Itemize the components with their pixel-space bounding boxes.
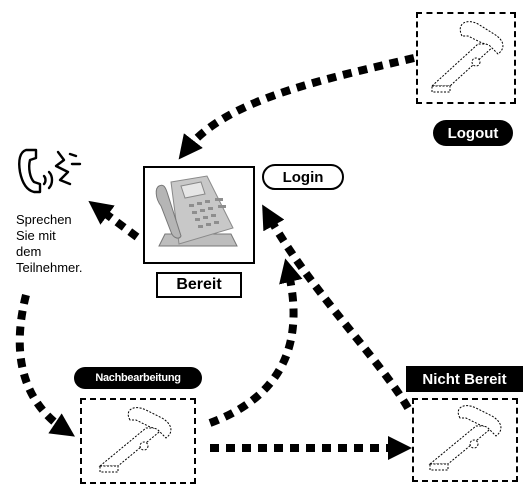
caption-line-3: dem [16,244,42,259]
login-label: Login [262,164,344,190]
arrow-talk-to-wrapup [15,294,75,437]
arrow-ready-to-talk [88,200,140,241]
caption-line-4: Teilnehmer. [16,260,83,275]
talk-caption: Sprechen Sie mit dem Teilnehmer. [16,212,82,276]
logout-phone-box [416,12,516,104]
not-ready-label: Nicht Bereit [406,366,523,392]
ready-label: Bereit [156,272,242,298]
arrow-logout-to-ready [178,54,415,160]
handset-outline-icon [98,407,172,473]
handset-outline-icon [428,405,502,471]
not-ready-phone-box [412,398,518,482]
wrap-up-label: Nachbearbeitung [74,367,202,389]
wrap-up-phone-box [80,398,196,484]
caption-line-2: Sie mit [16,228,56,243]
desk-phone-icon [155,175,238,247]
logout-label: Logout [433,120,513,146]
ready-phone-box [143,166,255,264]
arrow-notready-to-ready [262,204,412,411]
arrow-wrapup-to-ready [208,258,303,427]
handset-outline-icon [430,21,504,93]
talking-handset-icon [16,144,86,196]
caption-line-1: Sprechen [16,212,72,227]
